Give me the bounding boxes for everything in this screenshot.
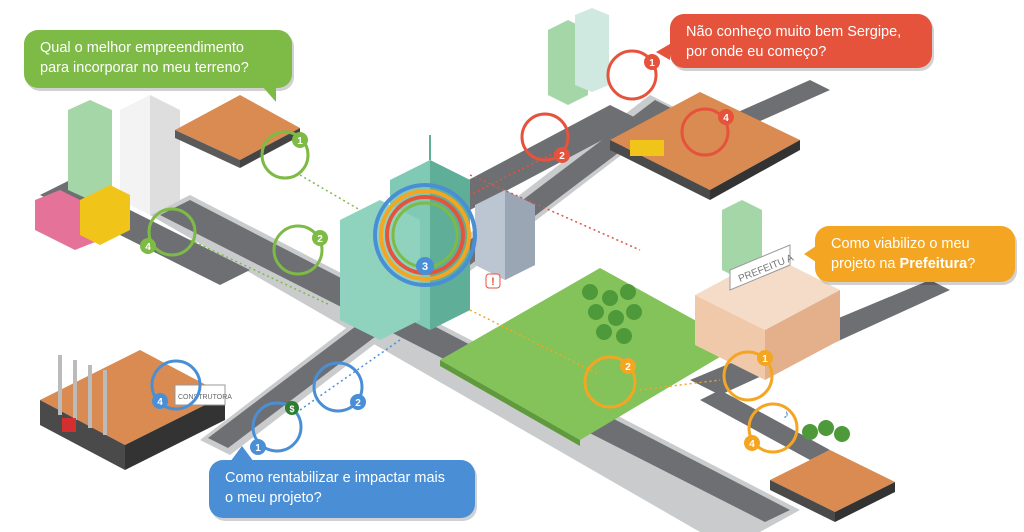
bubble-blue-tail <box>230 446 254 462</box>
bubble-orange-line2-bold: Prefeitura <box>899 256 968 272</box>
top-right-buildings <box>548 8 609 105</box>
bubble-orange-line1: Como viabilizo o meu <box>831 236 970 252</box>
blue-marker-1[interactable] <box>251 401 303 453</box>
center-marker-3-number: 3 <box>422 261 428 273</box>
green-marker-1-number: 1 <box>297 136 303 147</box>
orange-marker-2-number: 2 <box>625 362 631 373</box>
blue-marker-4[interactable] <box>150 359 202 411</box>
blue-marker-2-number: 2 <box>355 398 361 409</box>
construction-site-bottom-left: CONSTRUTORA <box>40 350 232 470</box>
green-marker-1[interactable] <box>260 130 310 180</box>
blue-marker-4-number: 4 <box>157 397 163 408</box>
red-marker-1-number: 1 <box>649 58 655 69</box>
bubble-orange-tail <box>804 246 816 262</box>
orange-marker-1[interactable] <box>722 350 774 402</box>
park-trees <box>582 284 642 344</box>
blue-marker-2[interactable] <box>312 361 364 413</box>
bubble-green-line1: Qual o melhor empreendimento <box>40 40 244 56</box>
red-marker-4[interactable] <box>680 107 730 157</box>
bubble-green-line2: para incorporar no meu terreno? <box>40 60 249 76</box>
dotted-connectors <box>189 149 721 411</box>
green-marker-4-number: 4 <box>145 242 151 253</box>
central-park <box>440 268 740 446</box>
speech-bubble-blue: Como rentabilizar e impactar mais o meu … <box>209 460 475 518</box>
red-marker-4-number: 4 <box>723 113 729 124</box>
blue-marker-1-number: 1 <box>255 443 261 454</box>
green-marker-2-number: 2 <box>317 234 323 245</box>
bubble-blue-line1: Como rentabilizar e impactar mais <box>225 470 445 486</box>
ring-blue <box>373 183 477 287</box>
red-marker-2-number: 2 <box>559 151 565 162</box>
ring-orange <box>379 189 471 281</box>
speech-bubble-orange: Como viabilizo o meu projeto na Prefeitu… <box>815 226 1015 282</box>
marker-circles: 1 2 4 1 2 4 1 2 4 ♪ 1 $ <box>140 49 799 455</box>
red-marker-1[interactable] <box>606 49 658 101</box>
construction-site-top-right <box>610 92 800 200</box>
bubble-green-tail <box>262 86 276 102</box>
music-note-icon: ♪ <box>783 407 789 421</box>
exclaim-icon: ! <box>491 276 495 288</box>
green-marker-4[interactable] <box>147 207 197 257</box>
red-marker-2[interactable] <box>520 112 570 162</box>
top-left-lot <box>175 95 300 168</box>
bubble-red-line2: por onde eu começo? <box>686 44 827 60</box>
bubble-orange-line2-prefix: projeto na <box>831 256 900 272</box>
park-lawn <box>440 268 740 440</box>
prefeitura-building: PREFEITU A <box>695 200 840 380</box>
bubble-orange-line2: projeto na Prefeitura? <box>831 254 999 274</box>
bottom-right-lot <box>770 420 895 522</box>
bubble-orange-line2-suffix: ? <box>967 256 976 272</box>
construtora-sign: CONSTRUTORA <box>178 394 232 401</box>
orange-marker-4[interactable] <box>747 402 799 454</box>
bubble-red-tail <box>656 44 670 60</box>
orange-marker-2[interactable] <box>583 355 637 409</box>
orange-marker-4-number: 4 <box>749 439 755 450</box>
bubble-blue-line2: o meu projeto? <box>225 490 322 506</box>
bubble-red-line1: Não conheço muito bem Sergipe, <box>686 24 902 40</box>
speech-bubble-green: Qual o melhor empreendimento para incorp… <box>24 30 292 88</box>
left-buildings <box>35 95 180 250</box>
road-bottom-right-segment <box>700 390 830 460</box>
dollar-icon: $ <box>289 404 294 414</box>
orange-marker-1-number: 1 <box>762 354 768 365</box>
green-marker-2[interactable] <box>272 224 324 276</box>
scaffold-columns <box>58 355 107 435</box>
park-edge <box>440 360 580 446</box>
speech-bubble-red: Não conheço muito bem Sergipe, por onde … <box>670 14 932 68</box>
